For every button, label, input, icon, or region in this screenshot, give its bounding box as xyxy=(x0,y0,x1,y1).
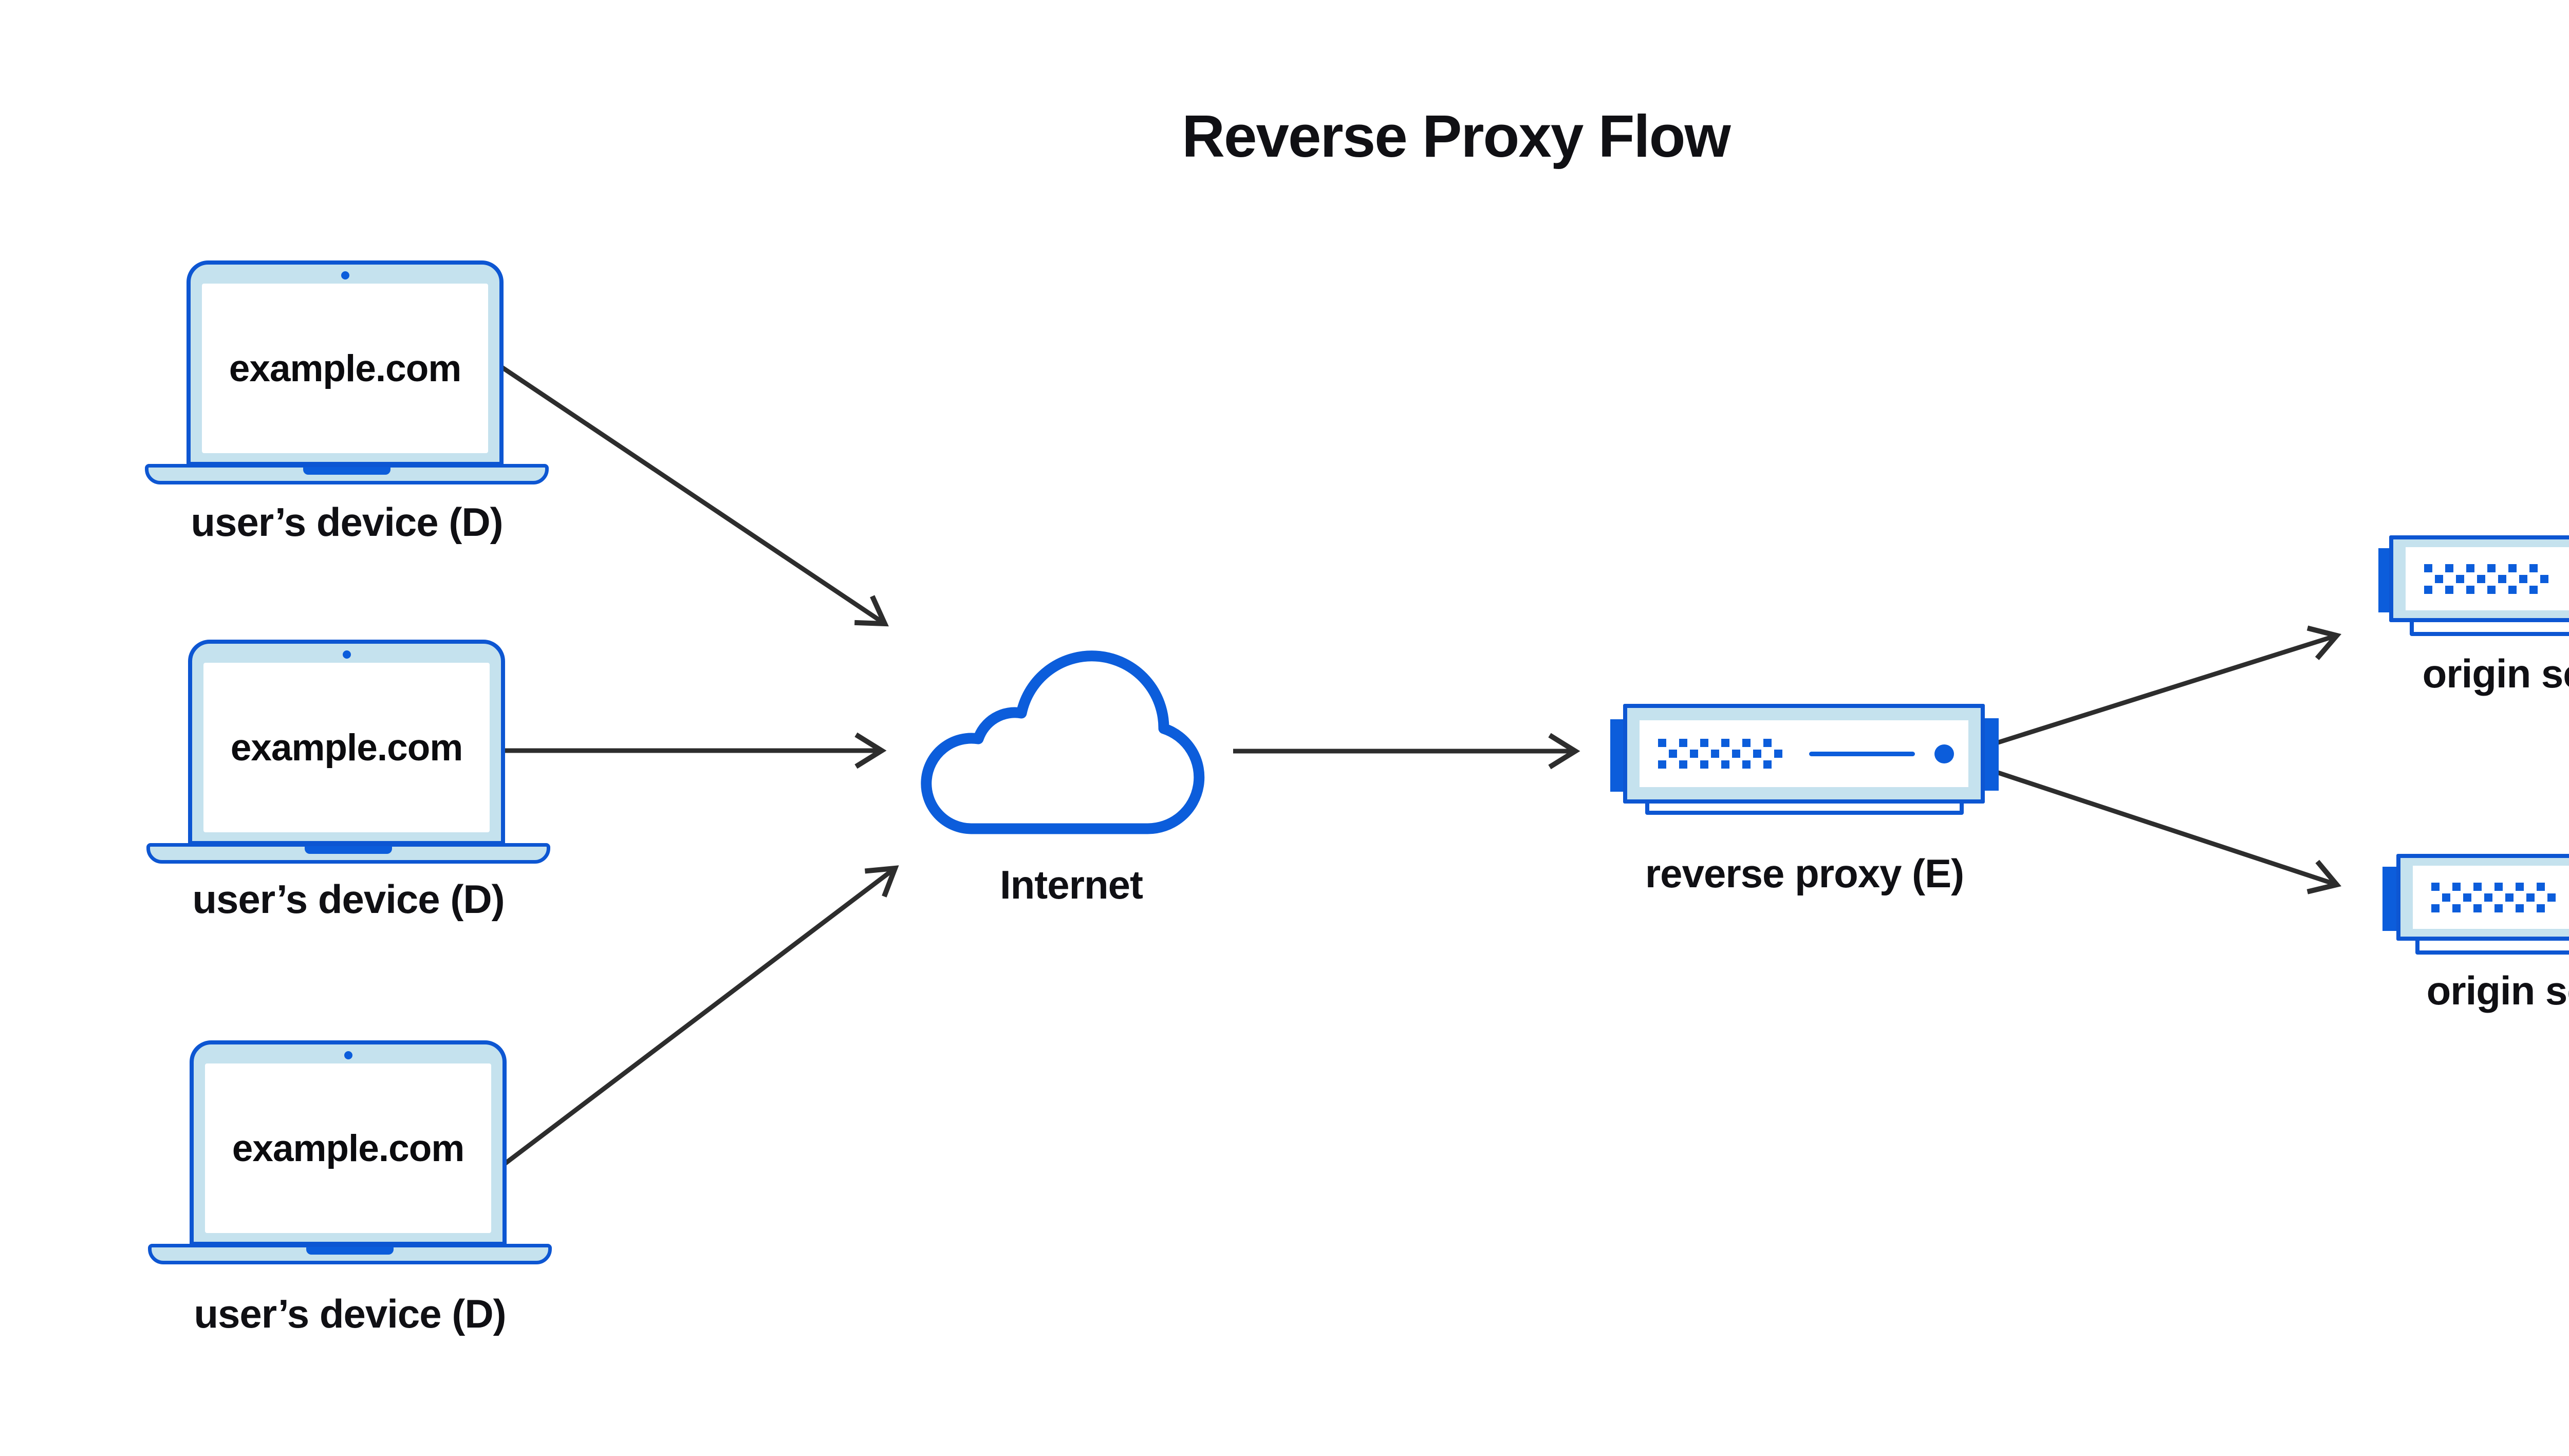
reverse-proxy-server-icon: reverse proxy (E) xyxy=(1610,704,1999,920)
server-body xyxy=(1623,704,1985,804)
origin-server2-icon: origin server (F) xyxy=(2382,854,2569,1049)
server-led-dot xyxy=(1934,744,1954,763)
laptop-screen: example.com xyxy=(202,284,488,453)
server-front-panel xyxy=(1640,720,1968,787)
laptop-notch xyxy=(306,1247,394,1255)
laptop-base xyxy=(146,843,550,864)
laptop-base xyxy=(145,464,549,484)
device-label: user’s device (D) xyxy=(192,876,505,922)
laptop-base xyxy=(148,1244,552,1264)
arrow-proxy-to-origin1 xyxy=(1996,625,2342,745)
diagram-title: Reverse Proxy Flow xyxy=(1182,103,1731,170)
proxy-label: reverse proxy (E) xyxy=(1645,851,1964,896)
server-slot-line xyxy=(1809,751,1915,756)
laptop-icon-device2: example.com user’s device (D) xyxy=(146,640,550,927)
laptop-screen-bezel: example.com xyxy=(187,260,504,466)
camera-dot-icon xyxy=(342,650,351,659)
server-front-panel xyxy=(2413,866,2569,929)
server-front-panel xyxy=(2406,547,2569,610)
laptop-icon-device3: example.com user’s device (D) xyxy=(148,1040,552,1334)
device-screen-url: example.com xyxy=(232,1127,465,1169)
laptop-notch xyxy=(303,467,390,475)
origin-server1-icon: origin server (F) xyxy=(2378,535,2569,731)
device-label: user’s device (D) xyxy=(191,499,503,545)
laptop-screen: example.com xyxy=(205,1063,491,1233)
device-screen-url: example.com xyxy=(230,726,463,769)
camera-dot-icon xyxy=(344,1051,352,1059)
arrow-device3-to-internet xyxy=(502,865,899,1167)
device-screen-url: example.com xyxy=(229,347,462,389)
camera-dot-icon xyxy=(341,271,349,279)
server-vent-dots xyxy=(1658,739,1782,769)
internet-label: Internet xyxy=(999,862,1143,907)
internet-cloud-icon xyxy=(921,650,1205,834)
device-label: user’s device (D) xyxy=(194,1291,506,1336)
laptop-screen: example.com xyxy=(203,663,490,832)
laptop-screen-bezel: example.com xyxy=(188,640,505,845)
laptop-notch xyxy=(305,846,392,854)
laptop-icon-device1: example.com user’s device (D) xyxy=(145,260,549,548)
server-body xyxy=(2389,535,2569,622)
server-vent-dots xyxy=(2424,564,2548,594)
arrow-device1-to-internet xyxy=(499,364,889,627)
server-vent-dots xyxy=(2431,882,2556,912)
server-body xyxy=(2396,854,2569,941)
arrow-proxy-to-origin2 xyxy=(1996,770,2342,894)
origin1-label: origin server (F) xyxy=(2422,651,2569,696)
origin2-label: origin server (F) xyxy=(2426,968,2569,1013)
laptop-screen-bezel: example.com xyxy=(190,1040,507,1246)
